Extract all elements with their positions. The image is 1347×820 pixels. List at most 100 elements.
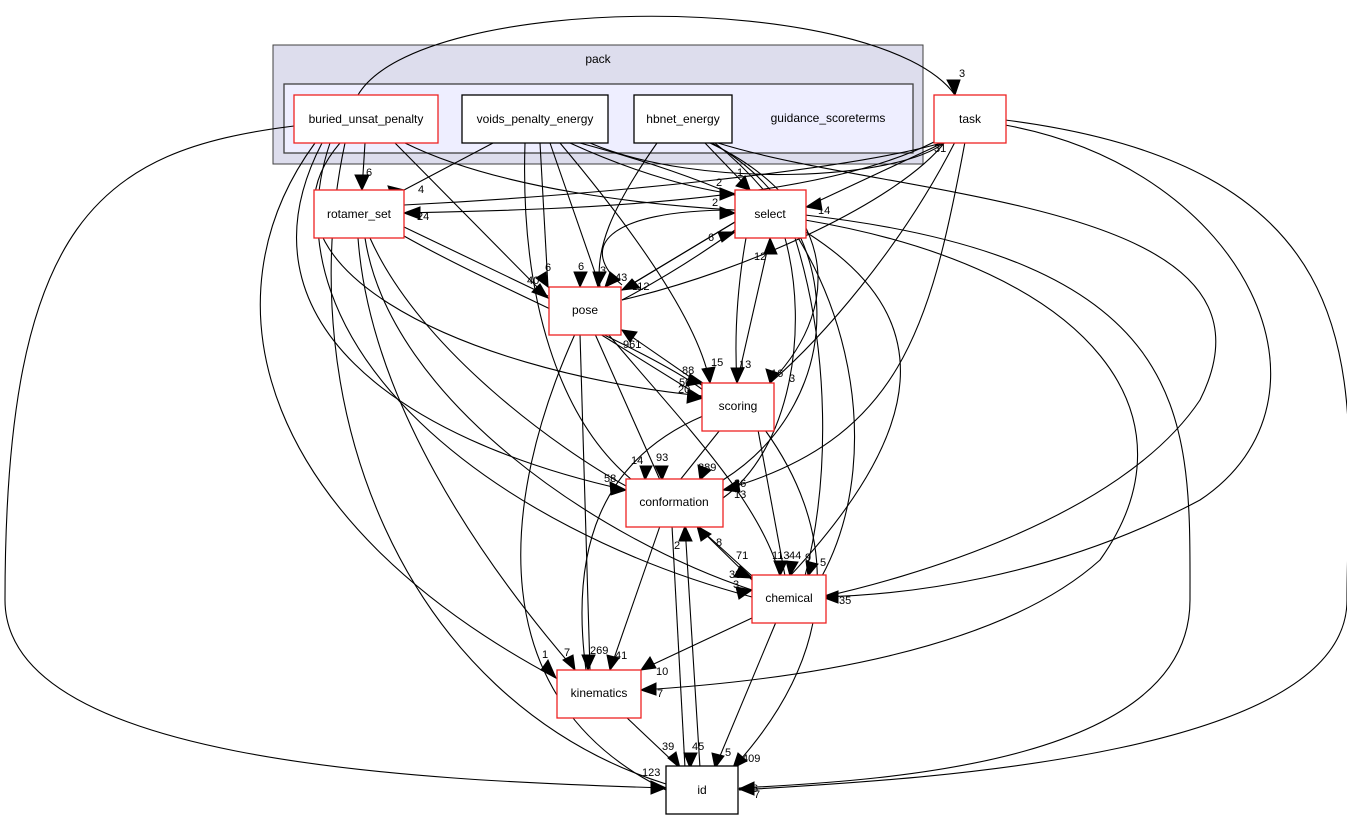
edge-scoring-chemical xyxy=(757,429,786,577)
arrowhead-conf-bottom xyxy=(678,524,693,542)
svg-text:pose: pose xyxy=(572,303,598,317)
edge-label: 269 xyxy=(590,645,608,657)
svg-text:kinematics: kinematics xyxy=(571,686,628,700)
edge-pose-conformation xyxy=(594,333,661,481)
node-hbnet-energy[interactable]: hbnet_energy xyxy=(633,94,733,144)
edge-label: 58 xyxy=(604,473,616,485)
arrowhead-pose-5 xyxy=(604,271,621,288)
edge-task-select xyxy=(809,141,946,206)
arrowhead-id-3 xyxy=(711,752,725,770)
svg-text:conformation: conformation xyxy=(639,495,708,509)
edge-label: 123 xyxy=(642,767,660,779)
arrowhead-select-left3 xyxy=(717,231,737,243)
edge-hbnet-chemical2 xyxy=(717,142,1217,598)
edge-label: 1 xyxy=(737,167,743,179)
edge-rotamer-chemical xyxy=(364,237,753,591)
edge-pose-chemical xyxy=(607,333,781,577)
edge-label: 9 xyxy=(805,552,811,564)
arrowhead-pose-6 xyxy=(620,278,642,291)
svg-text:chemical: chemical xyxy=(765,591,812,605)
edge-voids-task xyxy=(589,141,946,176)
edge-label: 93 xyxy=(656,452,668,464)
edge-label: 45 xyxy=(692,741,704,753)
edge-buried-kinematics xyxy=(259,142,557,679)
node-select[interactable]: select xyxy=(734,189,807,239)
edge-select-task xyxy=(601,209,736,286)
edge-select-conformation xyxy=(722,237,796,499)
node-conformation[interactable]: conformation xyxy=(625,478,724,528)
arrowhead-select-bottom xyxy=(763,236,778,255)
edge-rotamer-kinematics xyxy=(357,237,576,671)
edge-scoring-kinematics xyxy=(581,415,704,671)
arrowhead-chem-top1 xyxy=(773,560,788,578)
node-rotamer-set[interactable]: rotamer_set xyxy=(313,189,405,239)
edge-buried-task xyxy=(357,15,956,96)
edge-select-kinematics xyxy=(640,219,1138,691)
edge-buried-pose xyxy=(394,142,549,299)
arrowhead-conf-2 xyxy=(654,465,669,482)
svg-text:voids_penalty_energy: voids_penalty_energy xyxy=(477,112,594,126)
node-chemical[interactable]: chemical xyxy=(751,574,827,624)
edge-pose-task xyxy=(621,141,946,301)
arrowhead-scoring-1 xyxy=(685,373,705,387)
arrowhead-select-left2 xyxy=(719,206,737,220)
edge-label: 7 xyxy=(564,647,570,659)
edge-label: 41 xyxy=(615,650,627,662)
edge-voids-rotamer xyxy=(403,142,494,191)
edge-scoring-select xyxy=(736,237,771,384)
edge-buried-conformation xyxy=(295,142,627,491)
edge-label: 3 xyxy=(733,579,739,591)
edge-label: 10 xyxy=(656,666,668,678)
edge-label: 20 xyxy=(678,384,690,396)
node-voids-penalty-energy[interactable]: voids_penalty_energy xyxy=(461,94,609,144)
svg-text:id: id xyxy=(697,783,706,797)
node-scoring[interactable]: scoring xyxy=(701,382,775,432)
arrowhead-scoring-3 xyxy=(701,366,716,385)
node-task[interactable]: task xyxy=(933,94,1007,144)
arrowhead-pose-2 xyxy=(535,271,549,289)
edge-label: 36 xyxy=(734,478,746,490)
arrowhead-chem-left2 xyxy=(733,565,754,579)
arrowhead-rotamer-right2 xyxy=(402,206,421,220)
edge-label: 889 xyxy=(698,462,716,474)
edge-label: 16 xyxy=(771,368,783,380)
edge-label: 13 xyxy=(739,359,751,371)
arrowhead-kin-3 xyxy=(581,654,596,672)
edge-label: 5 xyxy=(725,747,731,759)
node-kinematics[interactable]: kinematics xyxy=(556,669,642,719)
arrowhead-kin-4 xyxy=(606,654,620,672)
edge-label: 112 xyxy=(632,281,650,293)
node-pose[interactable]: pose xyxy=(548,286,622,336)
edge-pose-id xyxy=(520,333,667,791)
edge-labels: 3 31 6 4 24 1 2 2 6 14 12 40 6 6 3 43 11… xyxy=(366,68,965,801)
edge-label: 6 xyxy=(366,167,372,179)
arrowhead-conf-1 xyxy=(639,465,653,482)
arrowhead-kin-6 xyxy=(639,682,657,696)
edge-label: 961 xyxy=(623,339,641,351)
edge-label: 15 xyxy=(711,357,723,369)
edge-label: 2 xyxy=(712,197,718,209)
edge-label: 14 xyxy=(818,205,830,217)
arrowhead-scoring-5 xyxy=(765,368,779,385)
node-buried-unsat-penalty[interactable]: buried_unsat_penalty xyxy=(293,94,439,144)
arrowhead-pose-1 xyxy=(531,283,550,299)
edge-label: 6 xyxy=(708,232,714,244)
edge-label: 3 xyxy=(789,373,795,385)
edge-buried-id2 xyxy=(330,142,667,785)
arrowhead-scoring-2 xyxy=(686,389,705,404)
node-id[interactable]: id xyxy=(665,765,739,815)
edge-conformation-id xyxy=(671,525,686,769)
edge-label: 35 xyxy=(839,595,851,607)
edge-conformation-kinematics xyxy=(609,525,661,671)
svg-text:rotamer_set: rotamer_set xyxy=(327,207,392,221)
edge-scoring-conformation xyxy=(679,429,721,481)
arrowhead-chem-left xyxy=(735,586,754,600)
svg-text:task: task xyxy=(959,112,982,126)
arrowhead-kin-2 xyxy=(562,654,576,672)
edge-label: 4 xyxy=(418,184,424,196)
edge-task-scoring xyxy=(769,141,956,384)
edge-label: 88 xyxy=(682,365,694,377)
edges xyxy=(4,15,1347,791)
svg-text:buried_unsat_penalty: buried_unsat_penalty xyxy=(309,112,424,126)
edge-voids-chemical xyxy=(579,142,901,577)
